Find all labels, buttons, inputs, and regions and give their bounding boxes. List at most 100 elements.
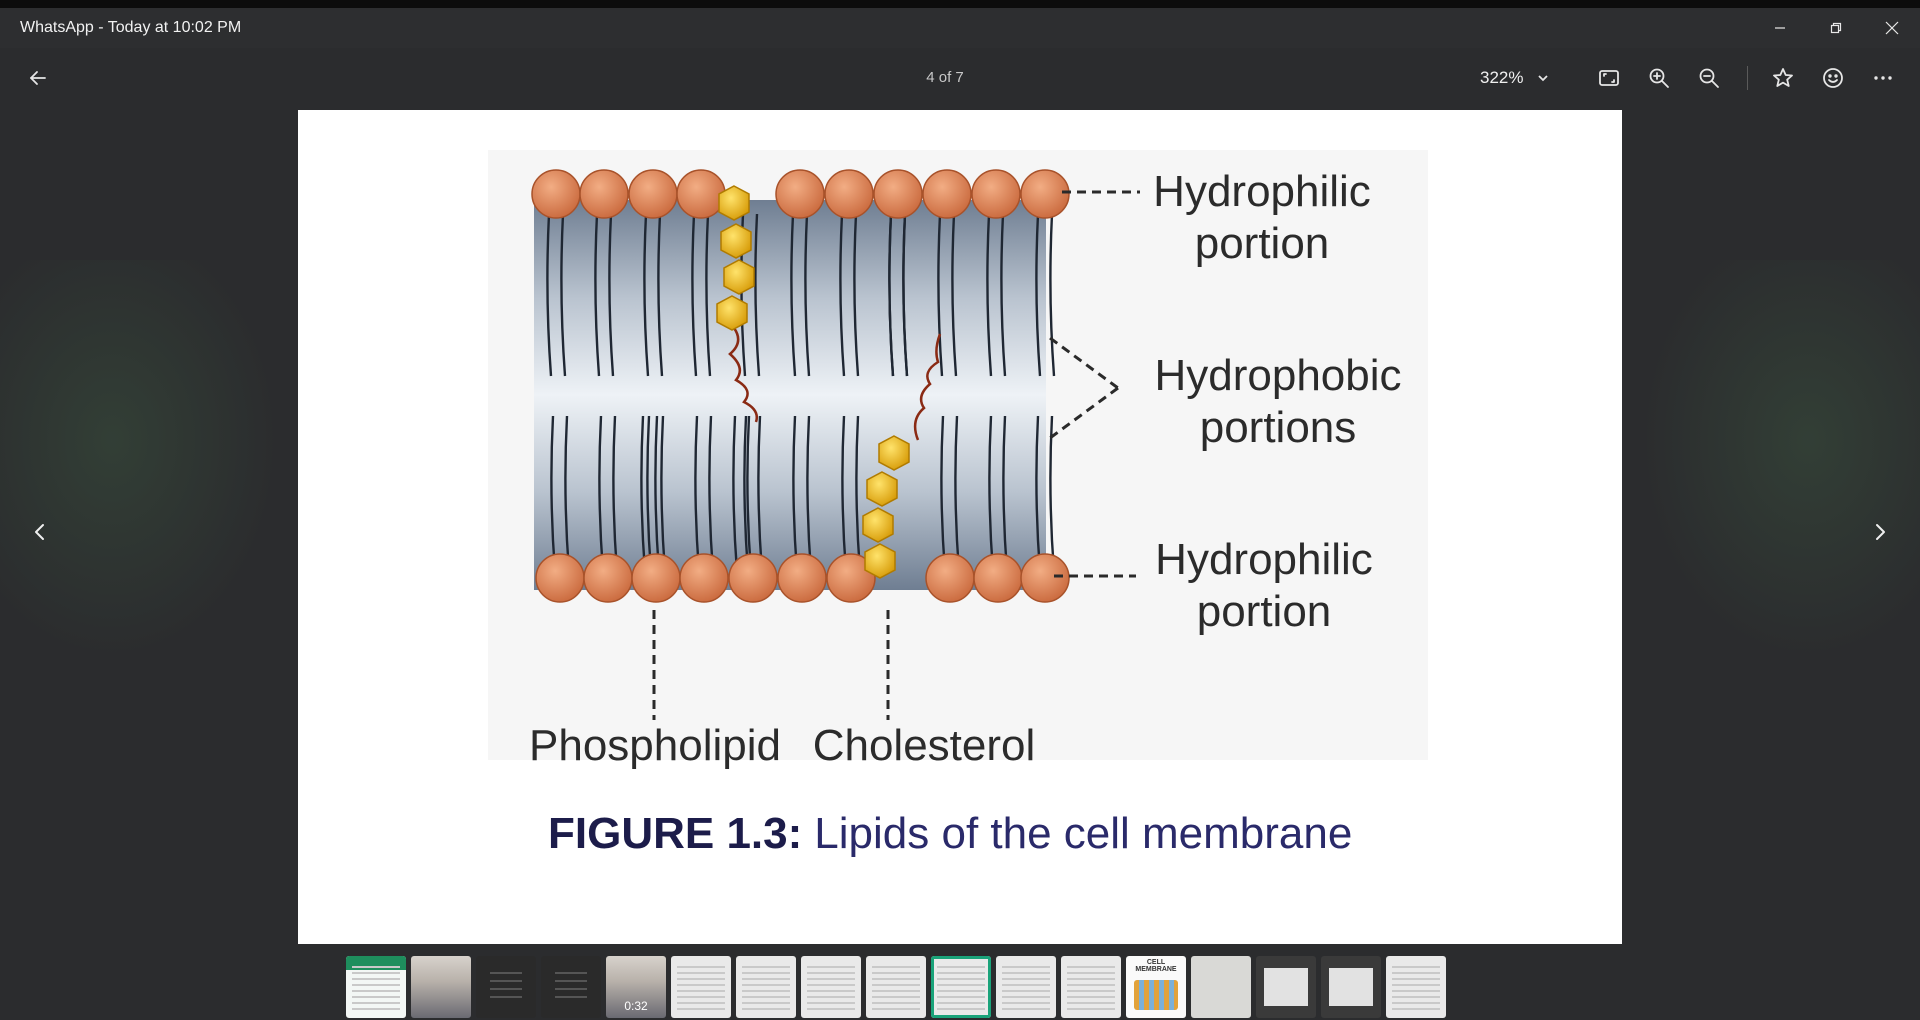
- cholesterol-bottom: [862, 333, 942, 579]
- zoom-out-button[interactable]: [1687, 52, 1731, 104]
- thumbnail-8[interactable]: [801, 956, 861, 1018]
- thumbnail-content: [677, 966, 725, 1010]
- bottom-head-2: [631, 553, 681, 603]
- thumbnail-5[interactable]: 0:32: [606, 956, 666, 1018]
- top-head-3: [676, 169, 726, 219]
- bottom-head-9: [1020, 553, 1070, 603]
- label-cholesterol: Cholesterol: [813, 721, 1036, 770]
- bottom-tail-0-0: [550, 415, 557, 573]
- top-tail-8-0: [986, 213, 993, 377]
- lipid-membrane-figure: Hydrophilic portion Hydrophobic portions…: [488, 150, 1428, 858]
- smiley-icon: [1823, 68, 1843, 88]
- bottom-tail-3-0: [694, 415, 701, 573]
- top-tail-5-0: [839, 213, 846, 377]
- bottom-tail-6-0: [841, 415, 848, 573]
- zoom-out-icon: [1699, 68, 1719, 88]
- top-tail-3-1: [705, 213, 712, 377]
- minimize-button[interactable]: [1752, 8, 1808, 48]
- caption-prefix: FIGURE 1.3:: [548, 809, 802, 858]
- bottom-tail-9-0: [1035, 415, 1042, 573]
- window-top-strip: [0, 0, 1920, 8]
- window-title: WhatsApp - Today at 10:02 PM: [20, 19, 242, 36]
- image-viewport: Hydrophilic portion Hydrophobic portions…: [298, 110, 1622, 944]
- zoom-in-button[interactable]: [1637, 52, 1681, 104]
- top-head-2: [628, 169, 678, 219]
- previous-image-button[interactable]: [18, 510, 62, 554]
- bottom-tail-6-1: [855, 415, 862, 573]
- bottom-tail-8-0: [988, 415, 995, 573]
- bottom-tail-5-1: [806, 415, 813, 573]
- video-duration: 0:32: [624, 999, 648, 1013]
- thumbnail-4[interactable]: [541, 956, 601, 1018]
- top-tail-8-1: [1000, 213, 1007, 377]
- bottom-tail-4-0: [743, 415, 750, 573]
- thumbnail-content: [872, 966, 920, 1010]
- label-hydrophilic-bottom-1: Hydrophilic: [1155, 535, 1373, 584]
- thumbnail-15[interactable]: [1256, 956, 1316, 1018]
- close-icon: [1885, 21, 1899, 35]
- close-button[interactable]: [1864, 8, 1920, 48]
- thumbnail-2[interactable]: [411, 956, 471, 1018]
- top-tail-2-1: [657, 213, 664, 377]
- bottom-head-4: [728, 553, 778, 603]
- thumbnail-content: [807, 966, 855, 1010]
- next-image-button[interactable]: [1858, 510, 1902, 554]
- chevron-left-icon: [35, 524, 44, 540]
- caption-text: Lipids of the cell membrane: [814, 809, 1352, 858]
- thumbnail-11[interactable]: [996, 956, 1056, 1018]
- favorite-button[interactable]: [1761, 52, 1805, 104]
- top-tail-4-0: [790, 213, 797, 377]
- more-horizontal-icon: [1874, 76, 1892, 80]
- thumbnail-9[interactable]: [866, 956, 926, 1018]
- back-button[interactable]: [16, 52, 60, 104]
- fit-screen-icon: [1599, 70, 1619, 86]
- bottom-head-3: [679, 553, 729, 603]
- thumbnail-17[interactable]: [1386, 956, 1446, 1018]
- figure-caption: FIGURE 1.3:Lipids of the cell membrane: [548, 809, 1352, 858]
- thumbnail-content: [1002, 966, 1050, 1010]
- thumbnail-16[interactable]: [1321, 956, 1381, 1018]
- label-phospholipid: Phospholipid: [529, 721, 781, 770]
- fit-to-window-button[interactable]: [1587, 52, 1631, 104]
- top-tail-1-0: [594, 213, 601, 377]
- thumbnail-content: [555, 972, 587, 998]
- more-options-button[interactable]: [1861, 52, 1905, 104]
- zoom-dropdown[interactable]: 322%: [1480, 52, 1549, 104]
- bottom-head-1: [583, 553, 633, 603]
- chevron-right-icon: [1876, 524, 1885, 540]
- thumbnail-content: [937, 966, 985, 1010]
- thumbnail-content: [352, 966, 400, 1010]
- thumbnail-content: [490, 972, 522, 998]
- thumbnail-6[interactable]: [671, 956, 731, 1018]
- thumbnail-1[interactable]: [346, 956, 406, 1018]
- thumbnail-10[interactable]: [931, 956, 991, 1018]
- thumbnail-13[interactable]: CELL MEMBRANE: [1126, 956, 1186, 1018]
- top-head-1: [579, 169, 629, 219]
- top-tail-2-0: [643, 213, 650, 377]
- thumbnail-14[interactable]: [1191, 956, 1251, 1018]
- bottom-tail-2-1: [660, 415, 667, 573]
- bottom-tail-7-0: [940, 415, 947, 573]
- top-head-6: [873, 169, 923, 219]
- restore-button[interactable]: [1808, 8, 1864, 48]
- bottom-head-7: [925, 553, 975, 603]
- top-tail-9-1: [1049, 213, 1056, 377]
- thumbnail-3[interactable]: [476, 956, 536, 1018]
- top-head-8: [971, 169, 1021, 219]
- bottom-tail-8-1: [1002, 415, 1009, 573]
- bottom-tail-5-0: [792, 415, 799, 573]
- top-tail-7-1: [951, 213, 958, 377]
- bottom-tail-2-0: [646, 415, 653, 573]
- bottom-tail-7-1: [954, 415, 961, 573]
- minimize-icon: [1775, 27, 1785, 29]
- leader-lines: [652, 190, 1140, 720]
- background-glow-right: [1640, 260, 1920, 660]
- thumbnail-12[interactable]: [1061, 956, 1121, 1018]
- title-bar: WhatsApp - Today at 10:02 PM: [0, 8, 1920, 48]
- label-hydrophobic-1: Hydrophobic: [1154, 351, 1401, 400]
- viewer-toolbar: 4 of 7 322%: [0, 52, 1920, 104]
- react-button[interactable]: [1811, 52, 1855, 104]
- thumbnail-7[interactable]: [736, 956, 796, 1018]
- bottom-tail-9-1: [1049, 415, 1056, 573]
- bottom-tail-3-1: [708, 415, 715, 573]
